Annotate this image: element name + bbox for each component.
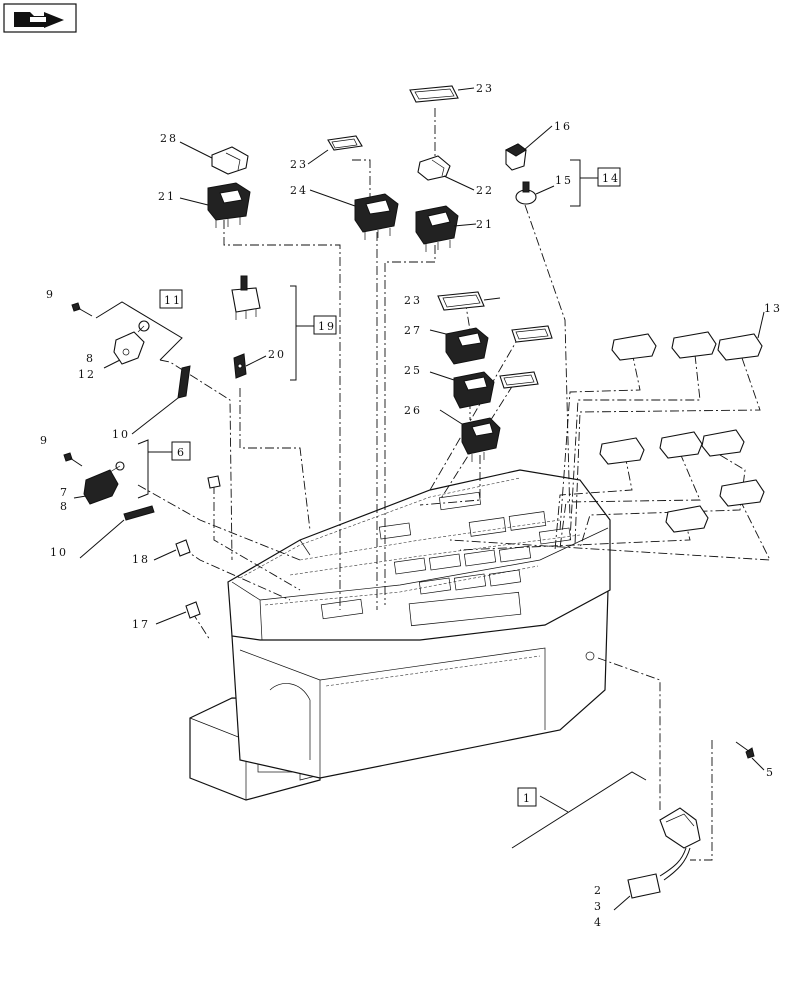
assembly-centerlines xyxy=(137,108,771,861)
rocker-switch-27 xyxy=(445,327,489,365)
arrow-folder-icon[interactable] xyxy=(3,3,77,33)
switch-cap-22 xyxy=(417,155,451,181)
label-3: 3 xyxy=(594,900,603,913)
plate-10-top xyxy=(177,365,191,399)
rocker-switch-24 xyxy=(354,193,399,240)
bezel-23-left xyxy=(327,135,363,151)
label-8-top: 8 xyxy=(86,352,95,365)
potentiometer-15 xyxy=(515,181,537,205)
console-housing xyxy=(189,469,611,801)
grommet-top xyxy=(207,475,221,489)
rocker-switch-26 xyxy=(461,417,501,462)
label-9-top: 9 xyxy=(46,288,55,301)
label-10-bottom: 10 xyxy=(50,546,68,559)
label-9-bottom: 9 xyxy=(40,434,49,447)
switch-body-20 xyxy=(231,275,261,379)
label-7: 7 xyxy=(60,486,69,499)
rocker-switch-25 xyxy=(453,371,495,409)
lens-caps-13 xyxy=(599,331,765,533)
callout-14: 14 xyxy=(597,167,621,187)
label-2: 2 xyxy=(594,884,603,897)
plate-10-bottom xyxy=(123,505,155,521)
part-labels: 28 21 23 24 23 22 21 16 15 23 27 25 26 2… xyxy=(40,82,782,929)
rocker-switch-21-left xyxy=(207,182,251,228)
screw-9-bottom xyxy=(63,452,83,467)
label-25: 25 xyxy=(404,364,422,377)
label-21-right: 21 xyxy=(476,218,494,231)
label-15: 15 xyxy=(555,174,573,187)
label-8-bottom: 8 xyxy=(60,500,69,513)
label-28: 28 xyxy=(160,132,178,145)
bezel-23-top xyxy=(409,85,459,103)
label-26: 26 xyxy=(404,404,422,417)
leader-lines xyxy=(73,87,765,911)
label-23-top: 23 xyxy=(476,82,494,95)
screw-5 xyxy=(735,741,755,759)
bezel-right-25 xyxy=(499,371,539,389)
label-18: 18 xyxy=(132,553,150,566)
plug-17 xyxy=(185,601,201,619)
callout-1: 1 xyxy=(517,787,537,807)
label-17: 17 xyxy=(132,618,150,631)
harness-connector-1 xyxy=(627,807,701,899)
bezel-23-mid xyxy=(437,291,485,311)
label-12: 12 xyxy=(78,368,96,381)
callout-6: 6 xyxy=(171,441,191,461)
label-20: 20 xyxy=(268,348,286,361)
micro-switch-11 xyxy=(113,320,150,365)
svg-text:6: 6 xyxy=(177,446,186,459)
label-10-top: 10 xyxy=(112,428,130,441)
label-16: 16 xyxy=(554,120,572,133)
label-21-left: 21 xyxy=(158,190,176,203)
bezel-right-27 xyxy=(511,325,553,343)
label-24: 24 xyxy=(290,184,308,197)
svg-text:19: 19 xyxy=(318,320,336,333)
micro-switch-6 xyxy=(83,461,125,505)
label-23-mid: 23 xyxy=(404,294,422,307)
rocker-switch-21-right xyxy=(415,205,459,252)
plug-18 xyxy=(175,539,191,557)
callout-19: 19 xyxy=(313,315,337,335)
callout-11: 11 xyxy=(159,289,183,309)
label-22: 22 xyxy=(476,184,494,197)
svg-text:11: 11 xyxy=(164,294,182,307)
label-5: 5 xyxy=(766,766,775,779)
switch-cap-28 xyxy=(211,146,249,175)
label-13: 13 xyxy=(764,302,782,315)
label-23-left: 23 xyxy=(290,158,308,171)
label-4: 4 xyxy=(594,916,603,929)
screw-9-top xyxy=(71,302,93,317)
svg-text:1: 1 xyxy=(523,792,532,805)
knob-16 xyxy=(504,143,527,171)
label-27: 27 xyxy=(404,324,422,337)
svg-text:14: 14 xyxy=(602,172,620,185)
